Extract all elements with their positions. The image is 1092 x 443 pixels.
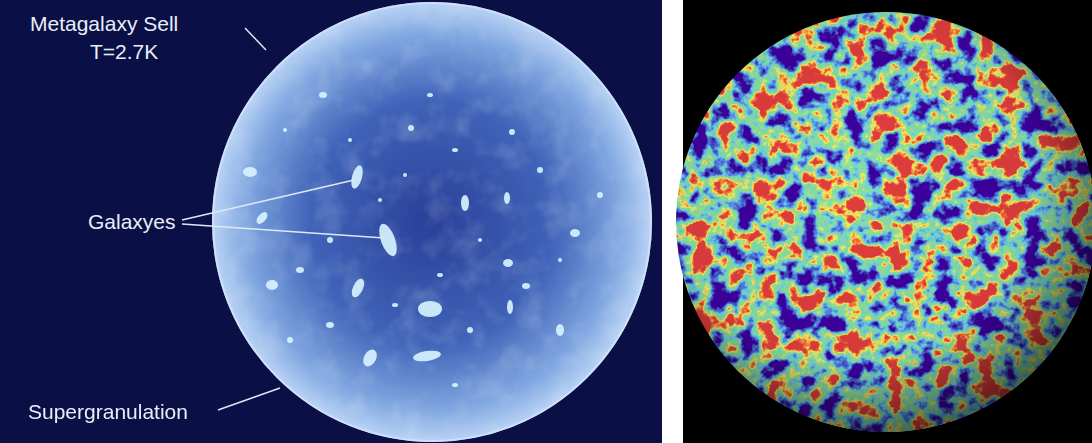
callout-label: Metagalaxy Sell: [30, 12, 178, 36]
callout-label: T=2.7K: [90, 40, 158, 64]
leader-lines: [182, 28, 384, 410]
callout-label: Galaxyes: [88, 210, 176, 234]
callout-label: Supergranulation: [28, 400, 188, 424]
